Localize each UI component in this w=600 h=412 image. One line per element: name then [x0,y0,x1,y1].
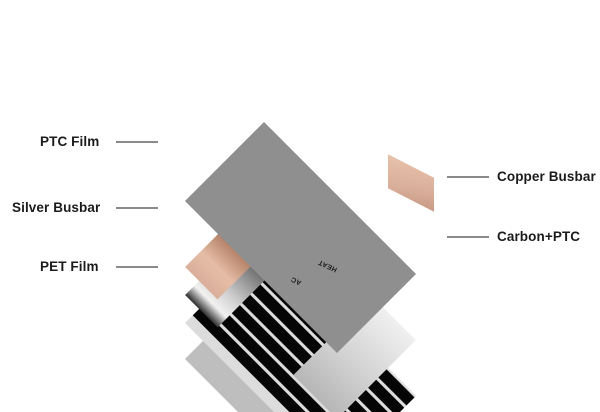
label-pet-film: PET Film [40,259,99,274]
leader-line-ptc-film [116,141,158,143]
label-carbon-ptc: Carbon+PTC [497,229,581,244]
label-ptc-film: PTC Film [40,134,100,149]
leader-line-copper-busbar [447,176,489,178]
copper-busbar-tab [388,154,434,212]
leader-line-silver-busbar [116,207,158,209]
label-copper-busbar: Copper Busbar [497,169,596,184]
leader-line-pet-film [116,266,158,268]
leader-line-carbon-ptc [447,236,489,238]
label-silver-busbar: Silver Busbar [12,200,101,215]
